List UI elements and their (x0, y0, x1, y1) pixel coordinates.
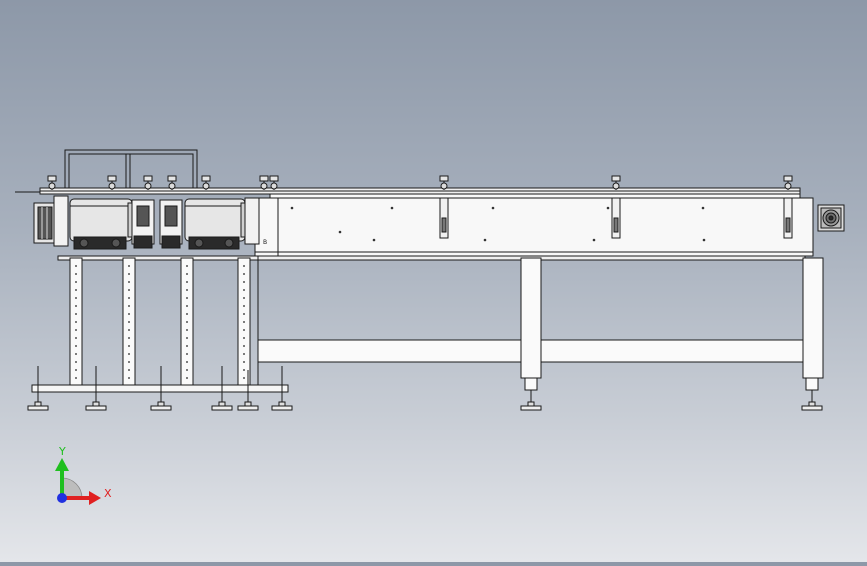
end-drive-left (33, 195, 69, 247)
top-frame (64, 149, 198, 191)
fan-grille-icon (817, 204, 845, 232)
leveling-foot-icon (85, 366, 107, 411)
guide-rail (15, 187, 801, 200)
leveling-foot-icon (271, 366, 293, 411)
leveling-foot-icon (27, 366, 49, 411)
leveling-foot-icon (237, 370, 259, 411)
coordinate-triad: Y X (55, 445, 112, 505)
leveling-foot-icon (150, 366, 172, 411)
leveling-foot-icon (211, 366, 233, 411)
sensor-bracket-icon (611, 175, 621, 239)
y-axis-label: Y (58, 445, 66, 458)
leg-posts (69, 257, 251, 386)
motor-icon (184, 198, 248, 250)
sensor-bracket-icon (439, 175, 449, 239)
leg-post (237, 257, 251, 386)
drive-end-cap (244, 197, 260, 245)
leg-post (69, 257, 83, 386)
conveyor-body: B (254, 197, 814, 257)
sensor-bracket-icon (259, 175, 269, 190)
sensor-bracket-icon (47, 175, 57, 190)
coupling-housing (159, 199, 183, 249)
sensor-bracket-icon (107, 175, 117, 190)
sensor-bracket-icon (201, 175, 211, 190)
panel-marker: B (263, 239, 267, 246)
x-axis-label: X (104, 487, 112, 500)
sensor-bracket-icon (269, 175, 279, 190)
sensor-bracket-icon (143, 175, 153, 190)
x-axis-arrow (62, 496, 90, 500)
motor-icon (69, 198, 135, 250)
right-support-frame (257, 255, 824, 385)
coupling-housing (131, 199, 155, 249)
sensor-brackets (47, 175, 793, 239)
y-axis-head (55, 458, 69, 471)
motor-units (69, 197, 260, 250)
sensor-bracket-icon (167, 175, 177, 190)
x-axis-head (89, 491, 101, 505)
leg-post (180, 257, 194, 386)
sensor-bracket-icon (783, 175, 793, 239)
z-axis-dot (57, 493, 67, 503)
y-axis-arrow (60, 470, 64, 498)
leg-post (122, 257, 136, 386)
